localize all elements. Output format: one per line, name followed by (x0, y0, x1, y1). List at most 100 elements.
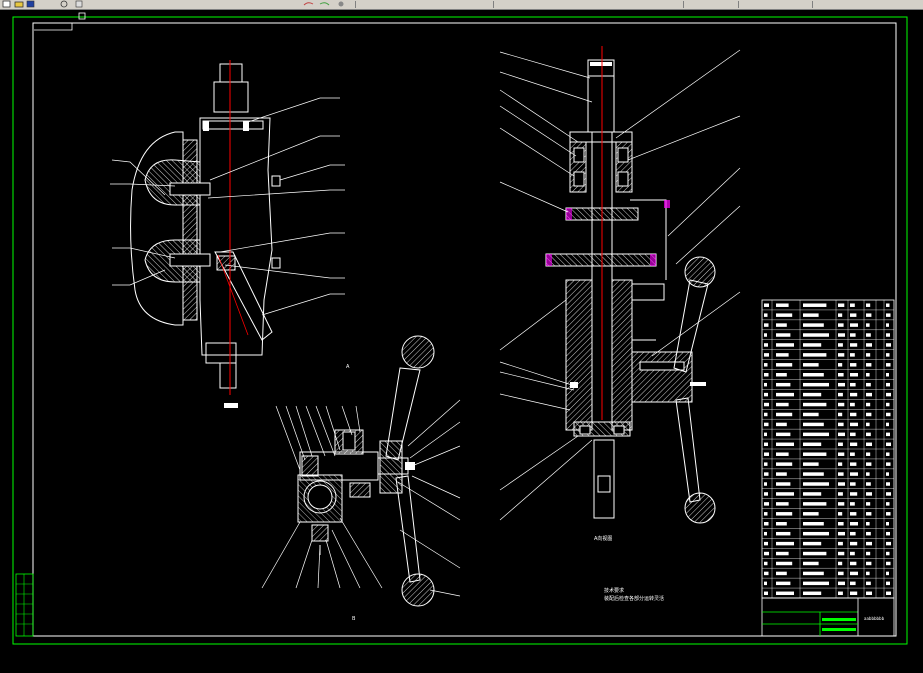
bom-cell-text (838, 402, 845, 407)
bom-cell-text (886, 333, 890, 337)
bom-cell-text (764, 502, 769, 506)
bom-cell-text (803, 541, 822, 546)
bom-cell-text (803, 591, 822, 596)
bom-cell-text (886, 382, 890, 387)
bom-cell-text (850, 522, 858, 526)
bom-cell-text (764, 353, 769, 357)
bom-cell-text (764, 591, 768, 596)
bom-cell-text (803, 442, 822, 447)
bom-cell-text (886, 541, 891, 546)
bom-cell-text (866, 422, 870, 427)
bom-cell-text (850, 333, 856, 337)
bom-cell-text (850, 472, 858, 476)
bom-cell-text (776, 551, 789, 556)
bom-cell-text (764, 512, 768, 516)
drawing-canvas[interactable]: A B (0, 10, 923, 669)
grip-marker[interactable] (78, 12, 86, 20)
bom-cell-text (776, 561, 793, 566)
zoom-icon[interactable] (60, 0, 70, 8)
bom-cell-text (838, 512, 843, 516)
handle-ball-top (401, 335, 435, 369)
bom-cell-text (886, 502, 890, 506)
bom-cell-text (803, 462, 819, 466)
bom-cell-text (886, 353, 890, 357)
bom-cell-text (764, 551, 769, 556)
bom-cell-text (886, 422, 889, 427)
svg-text:A: A (346, 364, 350, 370)
bom-cell-text (850, 531, 856, 536)
bom-cell-text (886, 303, 890, 307)
bom-cell-text (838, 422, 844, 427)
bom-cell-text (838, 313, 843, 317)
bom-cell-text (866, 541, 872, 546)
bom-cell-text (776, 333, 791, 337)
bom-cell-text (764, 333, 767, 337)
bom-cell-text (838, 353, 845, 357)
bom-cell-text (803, 343, 822, 347)
bom-cell-text (866, 303, 871, 307)
new-file-icon[interactable] (2, 0, 12, 8)
bom-cell-text (866, 442, 872, 447)
left-section-view (130, 63, 281, 408)
redo-icon[interactable] (318, 0, 332, 8)
bom-cell-text (866, 452, 871, 456)
bom-cell-text (803, 492, 822, 496)
toolbar-separator (683, 1, 684, 8)
revision-stamp (15, 573, 34, 637)
bom-cell-text (776, 402, 789, 407)
bom-cell-text (886, 412, 891, 417)
bom-cell-text (764, 422, 769, 427)
bom-cell-text (886, 402, 890, 407)
bom-cell-text (838, 462, 843, 466)
bom-cell-text (764, 313, 768, 317)
bom-cell-text (803, 522, 824, 526)
bom-cell-text (776, 432, 791, 437)
bom-cell-text (803, 392, 822, 397)
bom-cell-text (764, 531, 767, 536)
bom-cell-text (764, 392, 768, 397)
bom-cell-text (886, 392, 891, 397)
undo-icon[interactable] (302, 0, 316, 8)
drawing-frame (32, 22, 897, 637)
properties-icon[interactable] (336, 0, 346, 8)
bom-cell-text (764, 571, 769, 576)
bom-cell-text (886, 432, 890, 437)
bom-cell-text (764, 382, 767, 387)
bom-cell-text (764, 452, 769, 456)
bom-cell-text (866, 522, 870, 526)
bom-cell-text (803, 353, 827, 357)
open-file-icon[interactable] (14, 0, 24, 8)
bom-cell-text (866, 551, 871, 556)
bom-cell-text (803, 323, 824, 327)
bom-cell-text (850, 482, 856, 486)
sheet-note-title: 技术要求 (604, 587, 624, 594)
bom-cell-text (838, 551, 845, 556)
bom-cell-text (850, 422, 858, 427)
bom-cell-text (866, 392, 872, 397)
bom-cell-text (866, 472, 870, 476)
bom-cell-text (886, 343, 891, 347)
bom-cell-text (803, 422, 824, 427)
bom-cell-text (866, 492, 872, 496)
bom-cell-text (803, 571, 824, 576)
bom-cell-text (803, 452, 827, 456)
bom-cell-text (886, 561, 891, 566)
bom-cell-text (850, 313, 857, 317)
bom-cell-text (838, 482, 845, 486)
cad-toolbar (0, 0, 923, 10)
bom-cell-text (776, 462, 793, 466)
bom-cell-text (838, 502, 845, 506)
bom-cell-text (803, 551, 827, 556)
bom-cell-text (776, 502, 789, 506)
title-block: aabbbbbb (761, 597, 895, 637)
bom-cell-text (803, 363, 819, 367)
bom-cell-text (838, 591, 843, 596)
bom-cell-text (803, 581, 829, 586)
bom-cell-text (838, 452, 845, 456)
pan-icon[interactable] (75, 0, 85, 8)
save-icon[interactable] (26, 0, 36, 8)
bom-cell-text (850, 502, 855, 506)
bom-cell-text (850, 561, 857, 566)
bom-cell-text (764, 472, 769, 476)
bom-cell-text (886, 323, 889, 327)
